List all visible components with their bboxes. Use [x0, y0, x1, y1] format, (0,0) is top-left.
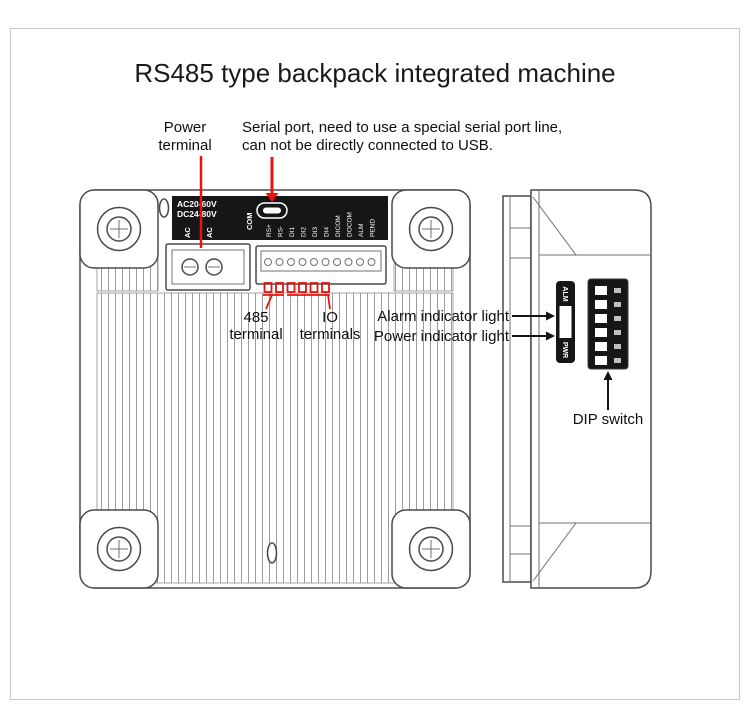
io-terminal-block	[255, 245, 387, 285]
power-terminal-block	[165, 243, 251, 291]
callouts: RS485 type backpack integrated machine P…	[134, 58, 643, 428]
power-terminal-label-line2: terminal	[158, 137, 211, 154]
pin-label: ALM	[358, 224, 365, 237]
top-label-panel: AC20-60V DC24-80V AC AC COM RS+ RS- DI1 …	[172, 196, 388, 240]
power-rating-line2: DC24-80V	[177, 209, 217, 219]
alarm-indicator-label: Alarm indicator light	[377, 308, 510, 325]
pin-label: DI2	[301, 227, 308, 238]
485-terminal-label-line2: terminal	[229, 326, 282, 343]
serial-port-note-line1: Serial port, need to use a special seria…	[242, 119, 562, 136]
pin-label: RS+	[266, 224, 273, 237]
io-terminals-label-line1: IO	[322, 309, 338, 326]
mounting-corner-bottom-left	[79, 509, 159, 589]
page-frame	[10, 28, 740, 700]
mounting-slot-bottom	[266, 542, 278, 564]
serial-port-arrow	[265, 157, 279, 202]
485-terminal-label-line1: 485	[243, 309, 268, 326]
pin-label: DI1	[289, 227, 296, 238]
com-label: COM	[245, 213, 254, 231]
pin-label: DI3	[312, 227, 319, 238]
power-indicator-arrow	[512, 331, 555, 341]
indicator-strip: ALM PWR	[556, 281, 575, 363]
serial-port-connector	[256, 202, 288, 219]
power-indicator-label: Power indicator light	[374, 328, 510, 345]
ac-label-2: AC	[205, 227, 214, 238]
485-terminal-highlight	[263, 282, 284, 310]
power-terminal-label-line1: Power	[164, 119, 207, 136]
page-title: RS485 type backpack integrated machine	[134, 58, 615, 88]
din-mount-plate	[502, 195, 532, 583]
power-rating-line1: AC20-60V	[177, 199, 217, 209]
side-body	[530, 189, 652, 589]
led-window	[559, 306, 572, 338]
front-view: AC20-60V DC24-80V AC AC COM RS+ RS- DI1 …	[79, 189, 471, 589]
side-view: ALM PWR	[502, 189, 652, 589]
pin-label: RS-	[278, 226, 285, 237]
dip-switch-label: DIP switch	[573, 411, 644, 428]
io-terminal-highlight	[286, 282, 331, 310]
io-terminals-label-line2: terminals	[300, 326, 361, 343]
pin-label: DI4	[324, 227, 331, 238]
mounting-corner-top-left	[79, 189, 159, 269]
alarm-indicator-arrow	[512, 311, 555, 321]
pwr-label: PWR	[561, 342, 568, 358]
alm-label: ALM	[561, 286, 568, 301]
dip-switch-arrow	[603, 371, 613, 410]
pin-label: DOCOM	[347, 212, 354, 237]
mounting-corner-bottom-right	[391, 509, 471, 589]
pin-label: PEND	[370, 219, 377, 237]
dip-switch	[587, 278, 629, 370]
serial-port-note-line2: can not be directly connected to USB.	[242, 137, 493, 154]
mounting-slot-top	[158, 198, 170, 218]
pin-label: DICOM	[335, 215, 342, 237]
ac-label-1: AC	[183, 227, 192, 238]
mounting-corner-top-right	[391, 189, 471, 269]
